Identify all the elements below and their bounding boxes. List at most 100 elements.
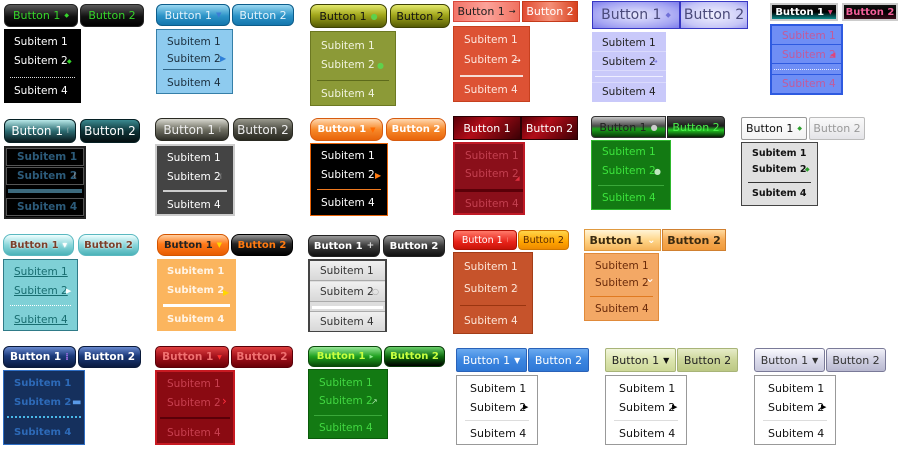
subitem-4[interactable]: Subitem 4 [592, 82, 666, 100]
button-1[interactable]: Button 1⧙ [4, 119, 76, 143]
subitem-1[interactable]: Subitem 1 [157, 375, 233, 393]
button-1[interactable]: Button 1▶ [308, 346, 382, 367]
subitem-2[interactable]: Subitem 2● [592, 162, 670, 180]
subitem-4[interactable]: Subitem 4 [310, 311, 385, 331]
button-2[interactable]: Button 2 [521, 116, 578, 140]
subitem-2[interactable]: Subitem 2› [157, 394, 233, 412]
button-1[interactable]: Button 1▼ [310, 118, 383, 141]
button-2[interactable]: Button 2 [826, 348, 886, 372]
button-1[interactable]: Button 1◆ [4, 4, 78, 27]
subitem-1[interactable]: Subitem 1 [742, 145, 817, 162]
subitem-1[interactable]: Subitem 1 [311, 147, 387, 165]
subitem-4[interactable]: Subitem 4 [157, 196, 233, 214]
button-2[interactable]: Button 2 [383, 235, 445, 257]
button-1[interactable]: Button 1 [453, 116, 521, 140]
subitem-2[interactable]: Subitem 2▶ [606, 398, 686, 416]
subitem-1[interactable]: Subitem 1 [309, 374, 387, 392]
subitem-1[interactable]: Subitem 1 [157, 149, 233, 167]
subitem-4[interactable]: Subitem 4 [606, 424, 686, 442]
subitem-4[interactable]: Subitem 4 [311, 194, 387, 212]
subitem-2[interactable]: Subitem 2⧙ [6, 167, 84, 185]
button-2[interactable]: Button 2 [231, 346, 293, 368]
button-1[interactable]: Button 1▼ [3, 234, 74, 256]
button-1[interactable]: Button 1⌄ [584, 229, 661, 251]
button-1[interactable]: Button 1◆ [592, 1, 680, 29]
subitem-4[interactable]: Subitem 4 [772, 74, 841, 92]
button-1[interactable]: Button 1▼ [156, 4, 230, 26]
subitem-4[interactable]: Subitem 4 [311, 85, 395, 103]
subitem-4[interactable]: Subitem 4 [4, 311, 77, 329]
subitem-2[interactable]: Subitem 2▶ [4, 282, 77, 300]
button-2[interactable]: Button 2 [518, 230, 569, 250]
button-1[interactable]: Button 1◆ [741, 117, 807, 140]
button-1[interactable]: Button 1⁞ [3, 346, 76, 368]
button-1[interactable]: Button 1▼ [605, 348, 676, 372]
subitem-4[interactable]: Subitem 4 [742, 185, 817, 202]
subitem-1[interactable]: Subitem 1 [592, 34, 666, 52]
subitem-2[interactable]: Subitem 2▬ [4, 393, 84, 411]
subitem-1[interactable]: Subitem 1 [4, 33, 81, 51]
subitem-4[interactable]: Subitem 4 [4, 423, 84, 441]
subitem-1[interactable]: Subitem 1 [592, 143, 670, 161]
button-2[interactable]: Button 2 [677, 348, 738, 372]
button-1[interactable]: Button 1→ [453, 1, 520, 22]
subitem-1[interactable]: Subitem 1 [157, 262, 236, 280]
subitem-4[interactable]: Subitem 4 [157, 424, 233, 442]
subitem-1[interactable]: Subitem 1 [606, 379, 686, 397]
subitem-2[interactable]: Subitem 2→ [592, 53, 666, 71]
subitem-1[interactable]: Subitem 1 [4, 263, 77, 281]
subitem-4[interactable]: Subitem 4 [157, 310, 236, 328]
subitem-4[interactable]: Subitem 4 [755, 424, 835, 442]
subitem-4[interactable]: Subitem 4 [454, 81, 529, 99]
subitem-2[interactable]: Subitem 2▶ [457, 398, 537, 416]
subitem-4[interactable]: Subitem 4 [457, 424, 537, 442]
subitem-2[interactable]: Subitem 2○ [310, 282, 385, 302]
subitem-4[interactable]: Subitem 4 [6, 198, 84, 216]
subitem-1[interactable]: Subitem 1 [310, 261, 385, 281]
button-1[interactable]: Button 1+ [308, 235, 380, 257]
button-2[interactable]: Button 2 [232, 4, 294, 26]
subitem-2[interactable]: Subitem 2▶ [157, 281, 236, 299]
button-2[interactable]: Button 2 [231, 234, 293, 256]
subitem-1[interactable]: Subitem 1 [772, 27, 841, 45]
subitem-4[interactable]: Subitem 4 [592, 189, 670, 207]
subitem-2[interactable]: Subitem 2● [311, 56, 395, 74]
subitem-4[interactable]: Subitem 4 [309, 419, 387, 437]
subitem-2[interactable]: Subitem 2▶ [311, 166, 387, 184]
subitem-4[interactable]: Subitem 4 [4, 82, 81, 100]
subitem-1[interactable]: Subitem 1 [585, 257, 658, 274]
button-2[interactable]: Button 2 [522, 1, 578, 22]
button-1[interactable]: Button 1● [310, 4, 387, 28]
button-2[interactable]: Button 2 [809, 117, 865, 140]
button-2[interactable]: Button 2 [528, 348, 589, 372]
button-2[interactable]: Button 2 [80, 119, 140, 143]
subitem-1[interactable]: Subitem 1 [455, 147, 523, 165]
button-1[interactable]: Button 1▼ [155, 346, 229, 368]
subitem-1[interactable]: Subitem 1 [4, 374, 84, 392]
subitem-1[interactable]: Subitem 1 [157, 33, 232, 50]
subitem-2[interactable]: Subitem 2▶ [755, 398, 835, 416]
button-2[interactable]: Button 2 [233, 118, 293, 141]
button-1[interactable]: Button 1⧙ [453, 230, 517, 250]
subitem-4[interactable]: Subitem 4 [455, 195, 523, 213]
subitem-1[interactable]: Subitem 1 [6, 148, 84, 166]
subitem-1[interactable]: Subitem 1 [457, 379, 537, 397]
subitem-2[interactable]: Subitem 2↗ [309, 392, 387, 410]
subitem-2[interactable]: Subitem 2◢ [455, 165, 523, 183]
subitem-2[interactable]: Subitem 2◆ [742, 161, 817, 178]
button-2[interactable]: Button 2 [78, 346, 141, 368]
subitem-4[interactable]: Subitem 4 [157, 74, 232, 91]
subitem-4[interactable]: Subitem 4 [585, 300, 658, 317]
button-1[interactable]: Button 1⧙ [155, 118, 229, 141]
button-1[interactable]: Button 1▼ [770, 3, 838, 21]
subitem-2[interactable]: Subitem 2▶ [157, 50, 232, 67]
subitem-2[interactable]: Subitem 2◆ [4, 52, 81, 70]
subitem-1[interactable]: Subitem 1 [454, 258, 532, 276]
button-1[interactable]: Button 1▼ [754, 348, 825, 372]
subitem-1[interactable]: Subitem 1 [454, 31, 529, 49]
button-2[interactable]: Button 2 [384, 346, 445, 367]
subitem-2[interactable]: Subitem 2→ [454, 51, 529, 69]
button-2[interactable]: Button 2 [662, 229, 726, 251]
subitem-2[interactable]: Subitem 2◀ [772, 46, 841, 64]
button-2[interactable]: Button 2 [680, 1, 748, 29]
